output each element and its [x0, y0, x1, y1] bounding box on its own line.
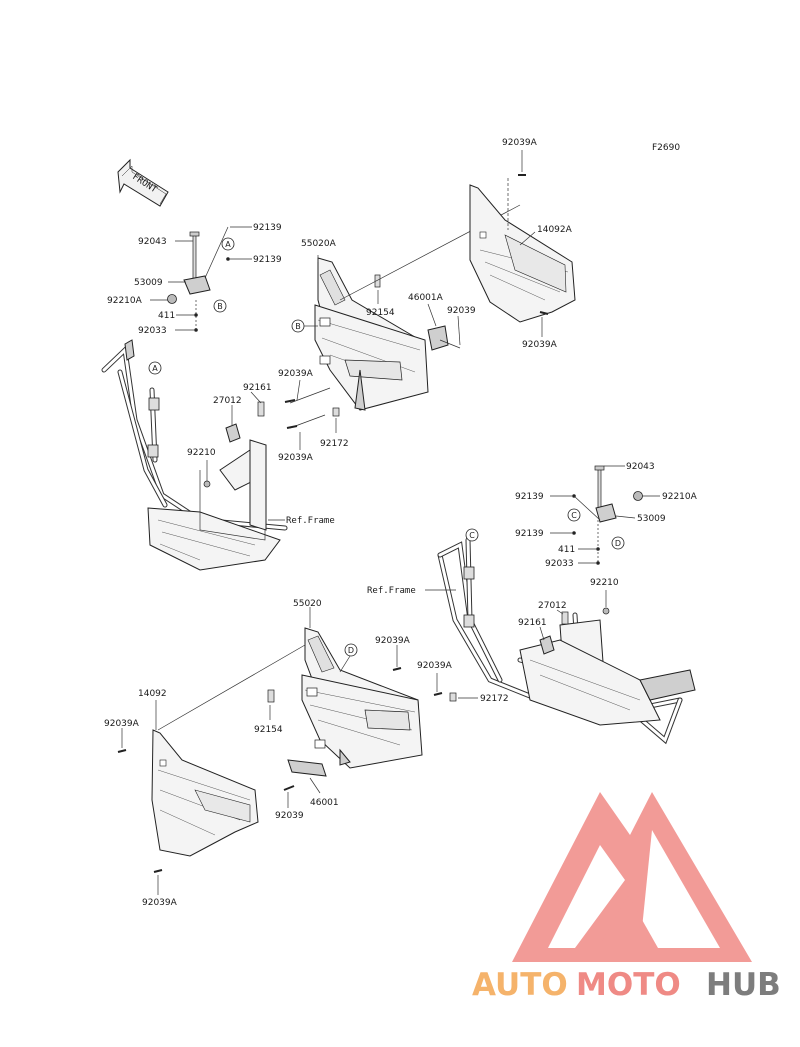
watermark-text: AUTO MOTO HUB — [472, 967, 781, 1003]
label-53009: 53009 — [134, 278, 163, 288]
door-callout-d: D — [348, 646, 354, 655]
watermark-logo — [512, 792, 752, 962]
label-92039a-low: 92039A — [278, 453, 314, 463]
logo-triangle-inner — [548, 845, 625, 948]
label-53009-lower: 53009 — [637, 514, 666, 524]
label-92139-top-lower: 92139 — [515, 492, 544, 502]
label-92039a-mid: 92039A — [278, 369, 314, 379]
frame-callout-a: A — [152, 364, 158, 373]
door-55020a: B 55020A 92154 46001A 92039 92039A 92039… — [278, 204, 521, 463]
label-46001a: 46001A — [408, 293, 444, 303]
label-92039-lower: 92039 — [275, 811, 304, 821]
label-27012-upper: 27012 — [213, 396, 242, 406]
label-92210a-lower: 92210A — [662, 492, 698, 502]
callout-d: D — [615, 539, 621, 548]
watermark-hub: HUB — [706, 967, 781, 1003]
label-92161-upper: 92161 — [243, 383, 272, 393]
label-92043: 92043 — [138, 237, 167, 247]
front-arrow: FRONT — [117, 158, 169, 207]
label-92039a-left: 92039A — [104, 719, 140, 729]
label-92039a-bottom-left: 92039A — [142, 898, 178, 908]
callout-b: B — [217, 302, 223, 311]
label-92033-lower: 92033 — [545, 559, 574, 569]
label-92139-top: 92139 — [253, 223, 282, 233]
label-92033: 92033 — [138, 326, 167, 336]
label-92210-upper: 92210 — [187, 448, 216, 458]
door-callout-b: B — [295, 322, 301, 331]
logo-triangle-inner3 — [598, 895, 658, 948]
label-92139-bottom: 92139 — [253, 255, 282, 265]
label-92039: 92039 — [447, 306, 476, 316]
label-92039a-door-a: 92039A — [375, 636, 411, 646]
label-92172-lower: 92172 — [480, 694, 509, 704]
callout-c: C — [571, 511, 577, 520]
door-55020: 55020 D 92039A 92039A 92172 92154 46001 … — [157, 599, 509, 821]
label-ref-frame-lower: Ref.Frame — [367, 586, 416, 596]
panel-14092a: 92039A 14092A 92039A — [469, 138, 576, 350]
upper-left-frame: A Ref.Frame 92161 27012 92210 — [101, 339, 335, 571]
panel-14092: 14092 92039A 92039A — [104, 689, 259, 908]
lower-right-bracket-group: C D 92043 92139 92210A 53009 92139 411 9… — [515, 462, 698, 569]
label-92043-lower: 92043 — [626, 462, 655, 472]
label-92161-lower: 92161 — [518, 618, 547, 628]
upper-left-bracket-group: A B 92043 92139 92139 53009 92210A 411 9… — [107, 223, 282, 336]
label-92139-bottom-lower: 92139 — [515, 529, 544, 539]
label-92172-upper: 92172 — [320, 439, 349, 449]
watermark-moto: MOTO — [576, 967, 681, 1003]
logo-triangle-inner2 — [640, 830, 720, 948]
label-92154-lower: 92154 — [254, 725, 283, 735]
frame-callout-c: C — [469, 531, 475, 540]
label-92154-upper: 92154 — [366, 308, 395, 318]
label-92210a: 92210A — [107, 296, 143, 306]
label-55020a: 55020A — [301, 239, 337, 249]
label-92039a-top: 92039A — [502, 138, 538, 148]
label-27012-lower: 27012 — [538, 601, 567, 611]
label-14092: 14092 — [138, 689, 167, 699]
figure-code: F2690 — [652, 143, 680, 153]
watermark-auto: AUTO — [472, 967, 568, 1003]
label-92039a-bottom: 92039A — [522, 340, 558, 350]
label-411-lower: 411 — [558, 545, 575, 555]
label-46001: 46001 — [310, 798, 339, 808]
label-92210-lower: 92210 — [590, 578, 619, 588]
label-14092a: 14092A — [537, 225, 573, 235]
lower-right-frame: C Ref.Frame 92210 27012 92161 — [367, 528, 696, 745]
label-411: 411 — [158, 311, 175, 321]
label-55020: 55020 — [293, 599, 322, 609]
label-ref-frame-upper: Ref.Frame — [286, 516, 335, 526]
callout-a: A — [225, 240, 231, 249]
label-92039a-door-b: 92039A — [417, 661, 453, 671]
